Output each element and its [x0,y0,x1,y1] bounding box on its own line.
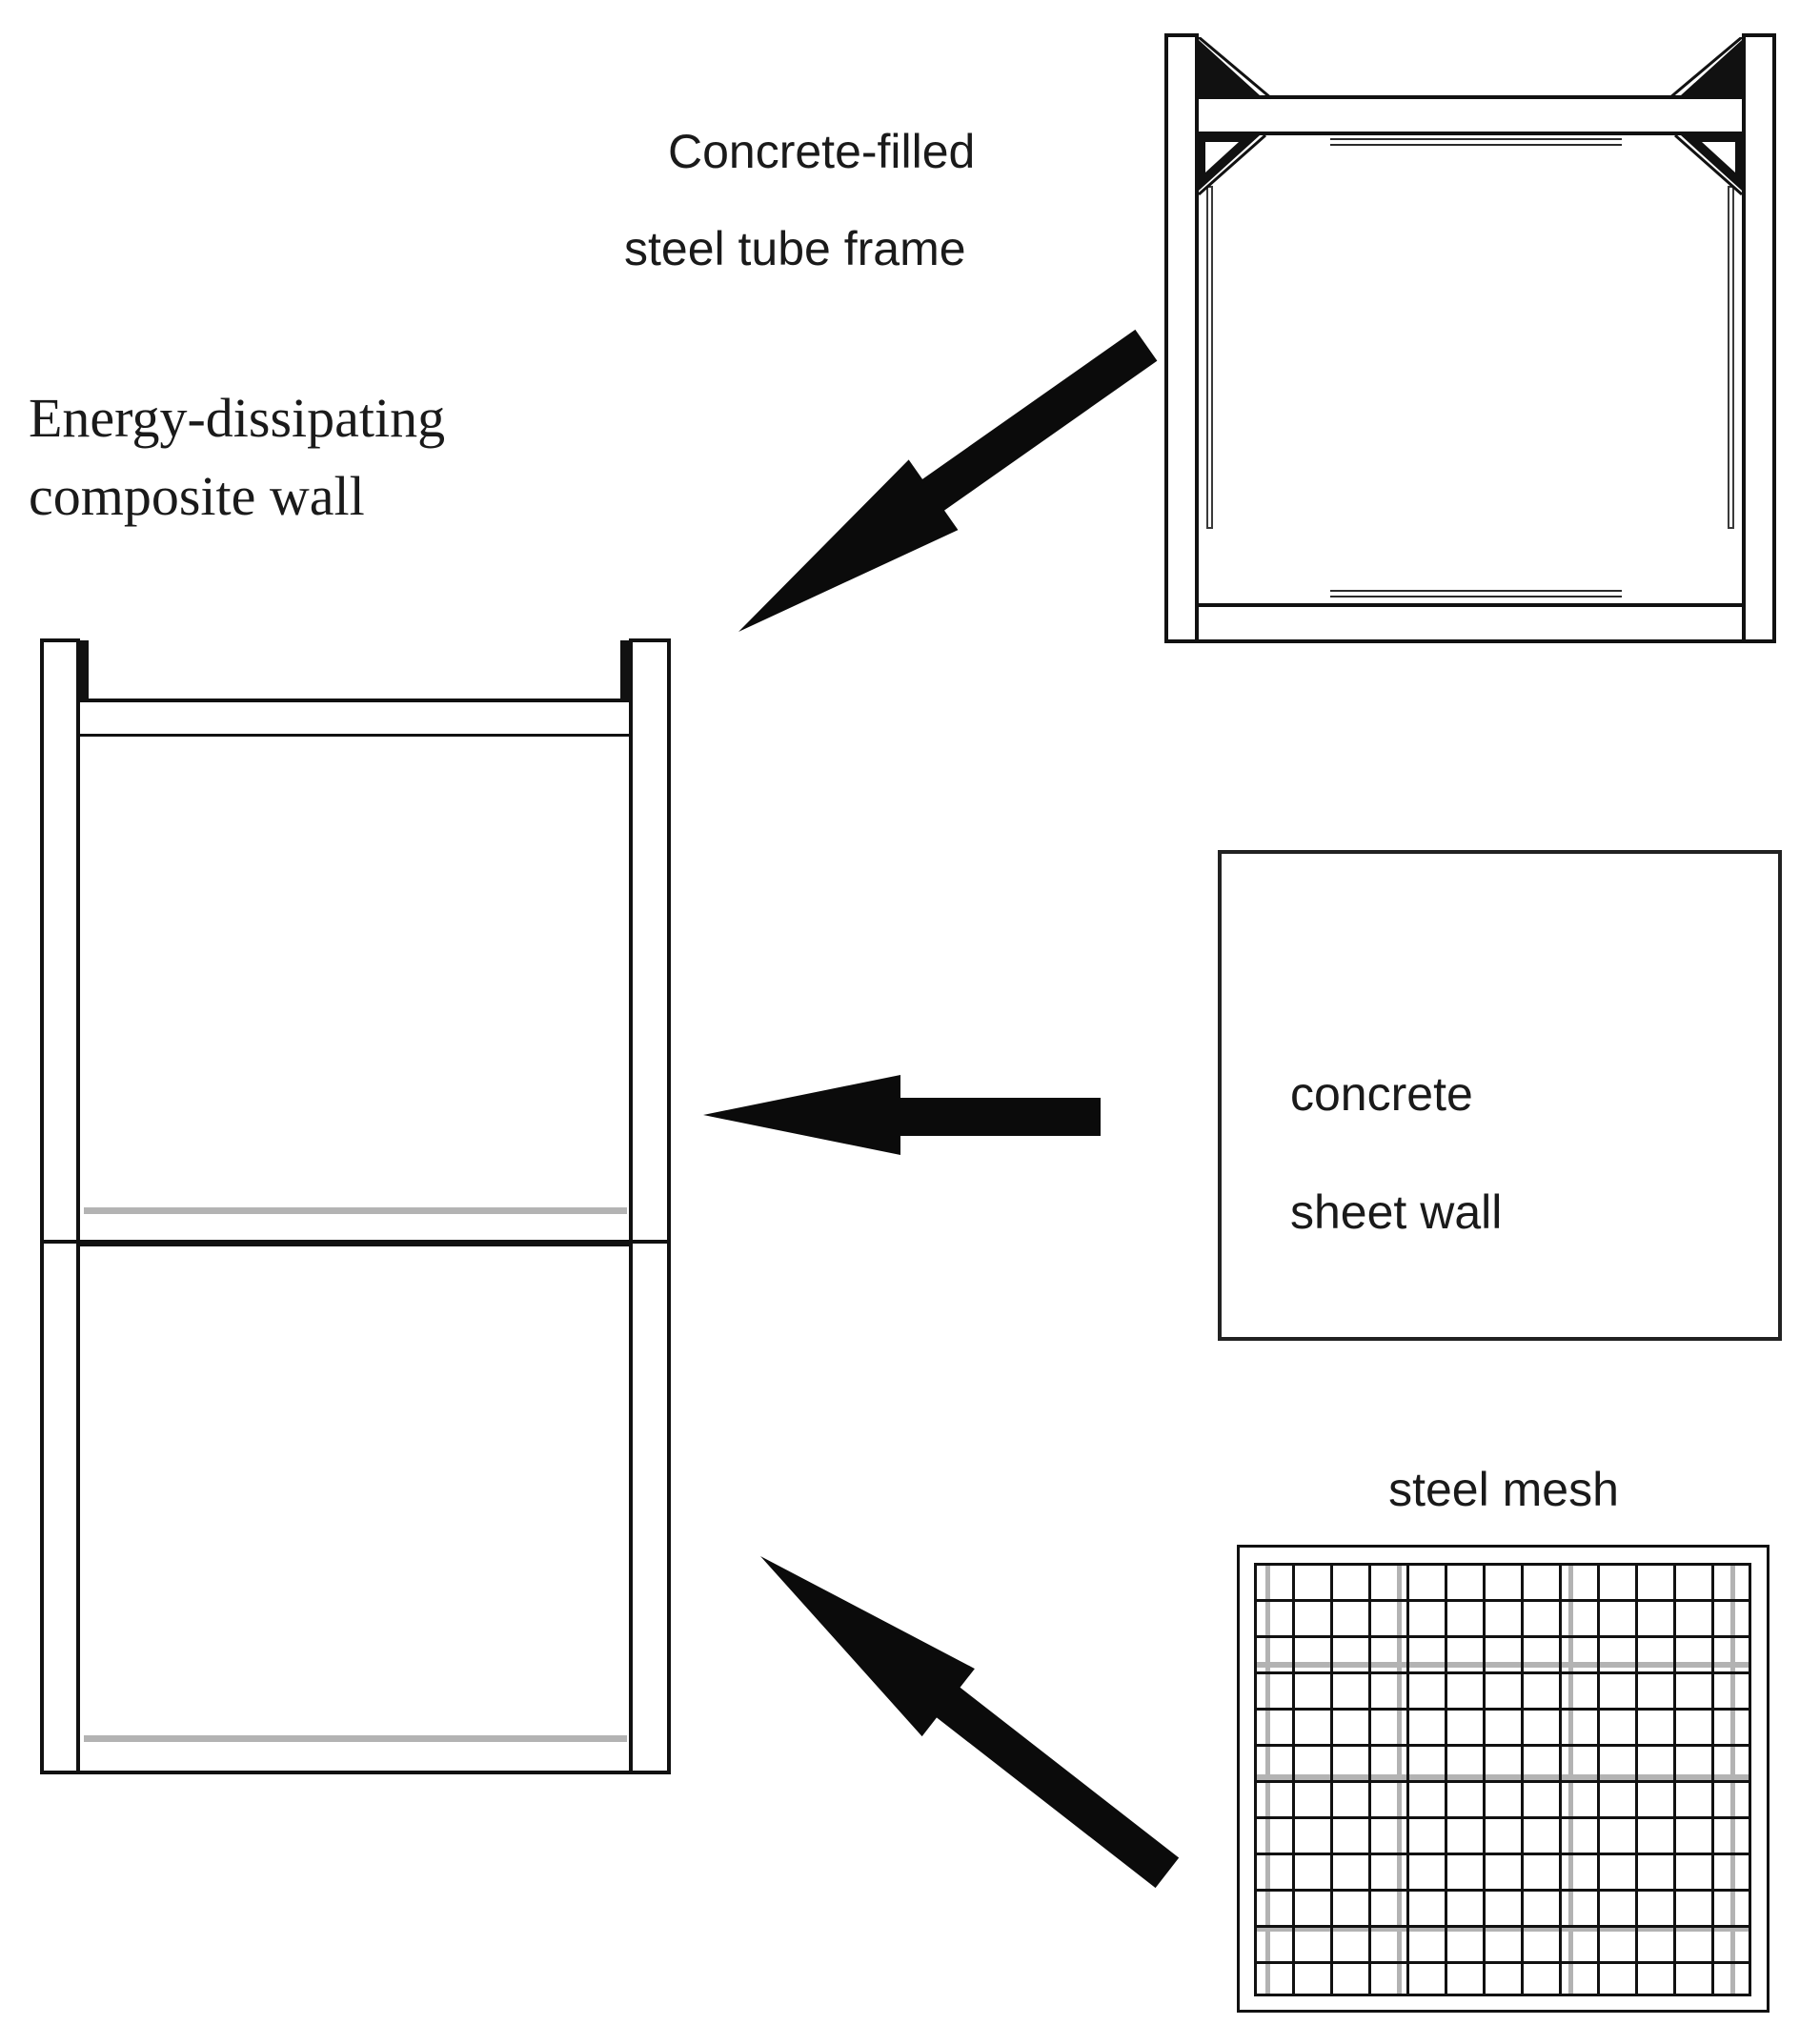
arrow-mesh-to-wall-icon [760,1556,1180,1889]
concrete-sheet-label-line1: concrete [1290,1067,1473,1121]
frame-bottom-thin-plate [1330,590,1622,597]
frame-top-beam-lower-line [1199,132,1742,135]
composite-wall-label-line1: Energy-dissipating [29,387,446,449]
steel-frame-label-line2: steel tube frame [624,222,966,275]
steel-frame-label: Concrete-filled steel tube frame [624,103,975,297]
concrete-sheet-label: concrete sheet wall [1290,1035,1502,1271]
steel-mesh-label: steel mesh [1388,1463,1619,1516]
concrete-sheet-box: concrete sheet wall [1218,850,1782,1341]
frame-gusset-top-left-icon [1199,37,1272,100]
frame-gusset-bottom-right-icon [1674,135,1742,196]
wall-right-connector-tab [620,640,629,701]
composite-wall-label-line2: composite wall [29,465,365,527]
wall-left-column-cap [40,638,80,642]
frame-top-beam-upper-line [1199,95,1742,99]
wall-right-column-cap [629,638,671,642]
wall-lower-gray-wire [84,1735,627,1742]
arrow-frame-to-wall-icon [738,329,1158,632]
wall-left-connector-tab [80,640,89,701]
frame-gusset-top-right-icon [1668,37,1742,100]
frame-left-column-inner-line [1195,33,1199,643]
frame-top-thin-plate [1330,138,1622,146]
frame-right-column-outer-line [1772,33,1776,643]
wall-left-column-outer-line [40,638,44,1774]
frame-left-inner-rod [1206,186,1213,529]
arrow-sheet-to-wall-icon [703,1075,1101,1155]
composite-wall-label: Energy-dissipating composite wall [29,379,445,536]
wall-mid-joint-line [40,1240,671,1244]
frame-right-inner-rod [1728,186,1734,529]
frame-left-column-outer-line [1164,33,1168,643]
steel-frame-label-line1: Concrete-filled [668,125,976,178]
steel-mesh-outer-border [1237,1545,1769,2013]
frame-right-column-cap [1742,33,1776,37]
wall-right-column-outer-line [667,638,671,1774]
steel-mesh-grid [1254,1563,1751,1996]
wall-bottom-line [40,1771,671,1774]
frame-right-column-inner-line [1742,33,1746,643]
concrete-sheet-label-line2: sheet wall [1290,1185,1503,1239]
wall-upper-gray-wire [84,1207,627,1214]
frame-bottom-edge-line [1164,639,1776,643]
frame-left-column-cap [1164,33,1199,37]
wall-top-beam-line [80,699,629,702]
frame-bottom-beam-line [1199,603,1742,607]
frame-gusset-bottom-left-icon [1199,135,1266,196]
